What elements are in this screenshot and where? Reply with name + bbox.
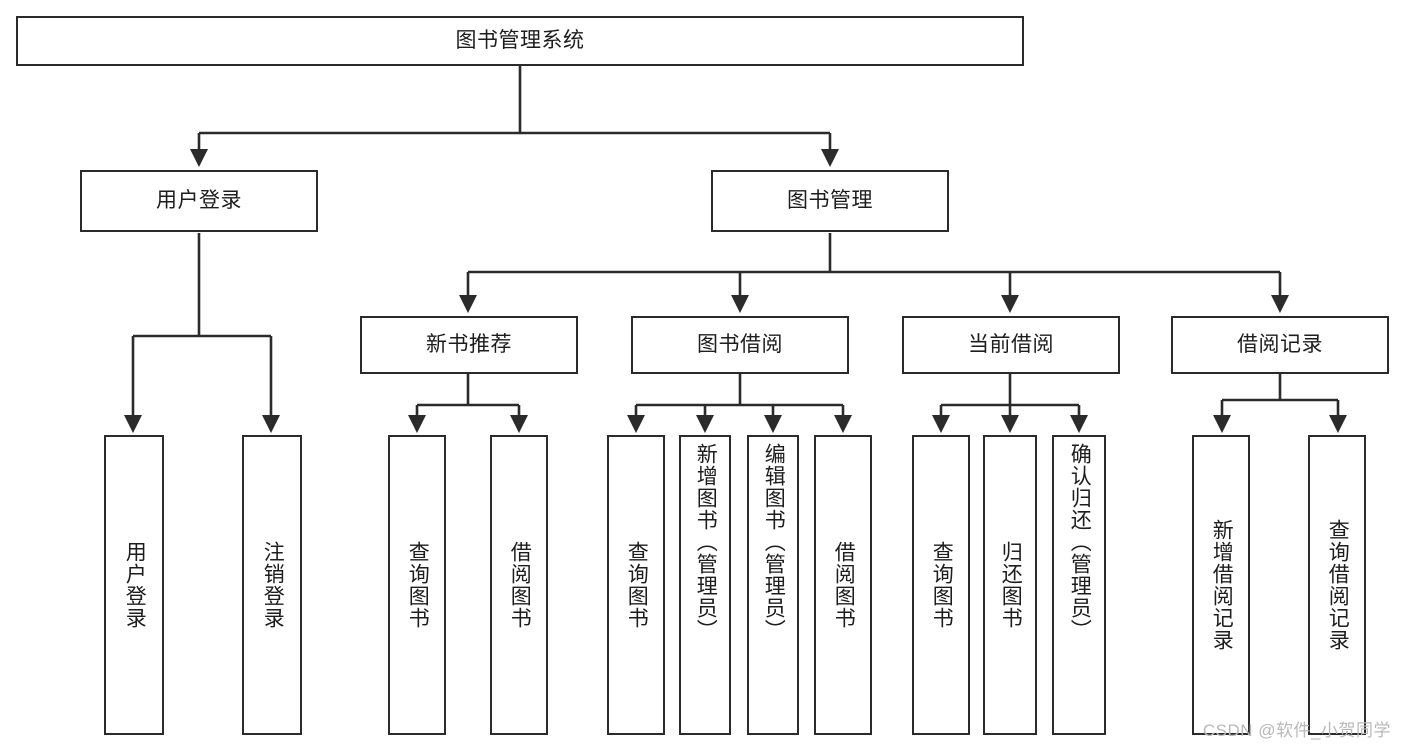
node-leaf-borrow-book-2[interactable]: 借阅图书 [814, 435, 872, 735]
watermark: CSDN @软件_小贺同学 [1202, 721, 1391, 740]
node-leaf-logout-label: 注销登录 [261, 541, 285, 629]
node-leaf-query-book-3-label: 查询图书 [930, 541, 954, 629]
node-leaf-query-book-3[interactable]: 查询图书 [912, 435, 970, 735]
node-leaf-edit-book-admin[interactable]: 编辑图书（管理员） [747, 435, 799, 735]
node-new-book-recommend[interactable]: 新书推荐 [360, 316, 578, 374]
node-book-management-label: 图书管理 [787, 189, 873, 213]
node-current-borrow-label: 当前借阅 [968, 333, 1054, 357]
node-leaf-borrow-book-1[interactable]: 借阅图书 [490, 435, 548, 735]
node-leaf-add-borrow-record[interactable]: 新增借阅记录 [1192, 435, 1250, 735]
node-leaf-query-borrow-record[interactable]: 查询借阅记录 [1308, 435, 1366, 735]
node-leaf-logout[interactable]: 注销登录 [242, 435, 302, 735]
node-leaf-borrow-book-2-label: 借阅图书 [832, 541, 856, 629]
node-leaf-add-book-admin-label: 新增图书（管理员） [694, 443, 718, 641]
node-book-borrow[interactable]: 图书借阅 [631, 316, 849, 374]
node-leaf-return-book-label: 归还图书 [999, 541, 1023, 629]
node-leaf-query-book-2[interactable]: 查询图书 [607, 435, 665, 735]
node-leaf-edit-book-admin-label: 编辑图书（管理员） [762, 443, 786, 641]
node-borrow-record[interactable]: 借阅记录 [1171, 316, 1389, 374]
node-leaf-query-book-1-label: 查询图书 [406, 541, 430, 629]
node-book-borrow-label: 图书借阅 [697, 333, 783, 357]
node-user-login[interactable]: 用户登录 [80, 170, 318, 232]
node-leaf-add-book-admin[interactable]: 新增图书（管理员） [679, 435, 731, 735]
node-leaf-return-book[interactable]: 归还图书 [983, 435, 1037, 735]
node-borrow-record-label: 借阅记录 [1237, 333, 1323, 357]
node-user-login-label: 用户登录 [156, 189, 242, 213]
node-leaf-query-borrow-record-label: 查询借阅记录 [1326, 519, 1350, 651]
node-root-label: 图书管理系统 [455, 29, 585, 53]
node-new-book-recommend-label: 新书推荐 [426, 333, 512, 357]
node-root[interactable]: 图书管理系统 [16, 16, 1024, 66]
node-leaf-user-login-label: 用户登录 [123, 541, 147, 629]
node-leaf-add-borrow-record-label: 新增借阅记录 [1210, 519, 1234, 651]
node-leaf-user-login[interactable]: 用户登录 [104, 435, 164, 735]
node-leaf-confirm-return-admin[interactable]: 确认归还（管理员） [1052, 435, 1106, 735]
node-leaf-confirm-return-admin-label: 确认归还（管理员） [1068, 443, 1092, 641]
node-current-borrow[interactable]: 当前借阅 [902, 316, 1120, 374]
node-leaf-query-book-2-label: 查询图书 [625, 541, 649, 629]
node-book-management[interactable]: 图书管理 [711, 170, 949, 232]
node-leaf-query-book-1[interactable]: 查询图书 [388, 435, 446, 735]
node-leaf-borrow-book-1-label: 借阅图书 [508, 541, 532, 629]
